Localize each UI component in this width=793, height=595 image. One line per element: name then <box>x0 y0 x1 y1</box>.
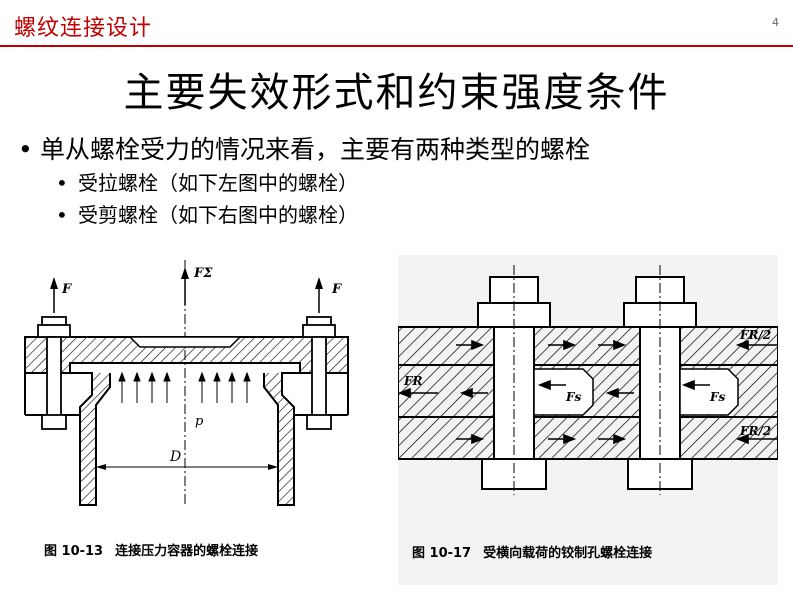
bullet-sub-2: •受剪螺栓（如下右图中的螺栓） <box>56 203 358 227</box>
force-bottom-label: FR/2 <box>739 424 771 438</box>
pressure-vessel-drawing: FΣ F F <box>24 260 349 506</box>
diameter-label: D <box>169 449 181 465</box>
shear-left-label: Fs <box>565 390 582 404</box>
caption-right: 图 10-17 受横向载荷的铰制孔螺栓连接 <box>412 542 652 561</box>
caption-right-text: 受横向载荷的铰制孔螺栓连接 <box>483 546 653 561</box>
force-right-label: F <box>331 282 342 297</box>
bullet-main: •单从螺栓受力的情况来看，主要有两种类型的螺栓 <box>18 135 591 164</box>
pressure-label: p <box>195 414 204 429</box>
caption-left-text: 连接压力容器的螺栓连接 <box>115 544 259 559</box>
header-divider <box>0 45 793 47</box>
shear-right-label: Fs <box>709 390 726 404</box>
reamed-bolt-drawing: FR/2 FR/2 FR Fs Fs <box>397 265 779 495</box>
bullet-sub-text: 受拉螺栓（如下左图中的螺栓） <box>78 171 358 195</box>
bullet-list: •单从螺栓受力的情况来看，主要有两种类型的螺栓 •受拉螺栓（如下左图中的螺栓） … <box>18 133 778 231</box>
caption-left-number: 图 10-13 <box>44 544 104 559</box>
slide-header: 螺纹连接设计 4 <box>0 0 793 47</box>
force-top-label: FR/2 <box>739 328 771 342</box>
force-center-label: FΣ <box>193 266 213 281</box>
figure-reamed-bolt: FR/2 FR/2 FR Fs Fs <box>397 255 779 585</box>
bullet-sub-text: 受剪螺栓（如下右图中的螺栓） <box>78 203 358 227</box>
bullet-main-text: 单从螺栓受力的情况来看，主要有两种类型的螺栓 <box>40 135 591 164</box>
header-title: 螺纹连接设计 <box>14 16 153 41</box>
bullet-sub-1: •受拉螺栓（如下左图中的螺栓） <box>56 171 358 195</box>
caption-left: 图 10-13 连接压力容器的螺栓连接 <box>44 540 258 559</box>
force-left-label: FR <box>403 374 423 388</box>
force-left-label: F <box>61 282 72 297</box>
page-number: 4 <box>772 16 779 29</box>
caption-right-number: 图 10-17 <box>412 546 472 561</box>
figure-pressure-vessel: FΣ F F <box>20 255 375 585</box>
slide-title: 主要失效形式和约束强度条件 <box>123 70 670 116</box>
